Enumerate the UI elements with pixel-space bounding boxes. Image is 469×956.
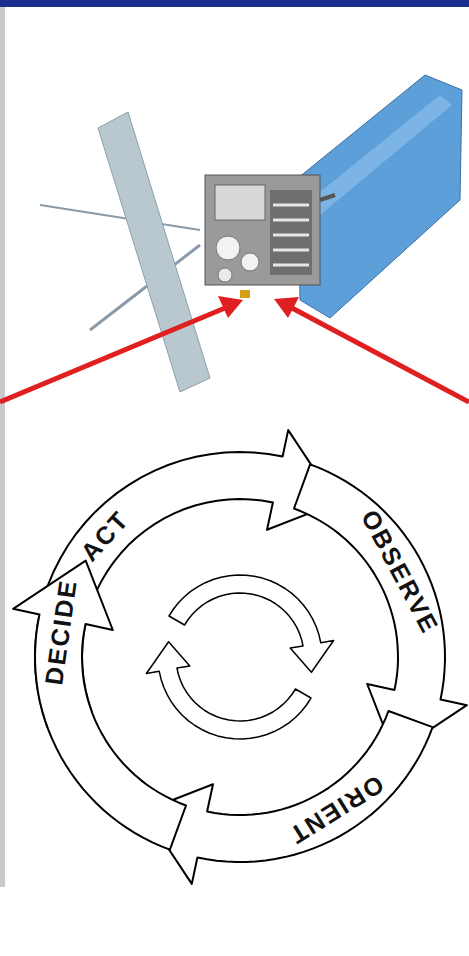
red-arrows: [0, 296, 469, 402]
inner-arrow: [169, 575, 334, 672]
ooda-cycle: [13, 430, 467, 884]
cycle-arrow: [13, 561, 186, 850]
left-edge: [0, 7, 5, 887]
inner-arrow: [146, 642, 311, 739]
top-bar: [0, 0, 469, 7]
cycle-arrow: [294, 464, 467, 753]
cycle-arrow: [144, 711, 433, 884]
satellite: [40, 75, 462, 392]
